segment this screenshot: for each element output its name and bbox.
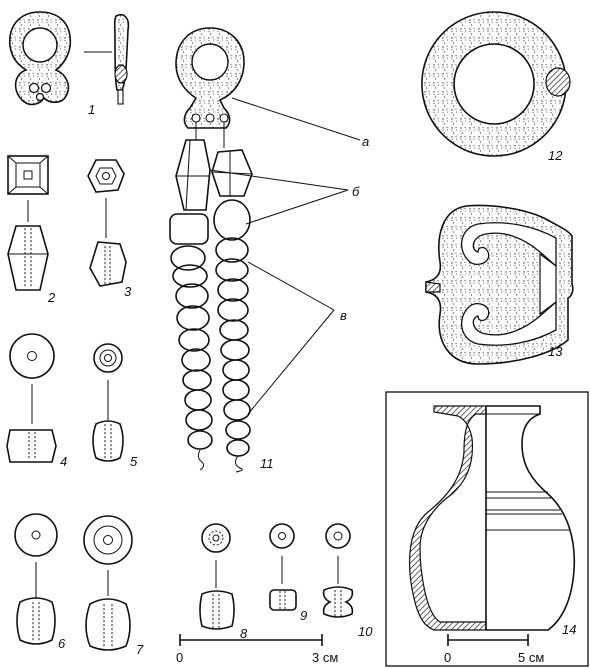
scale-5cm-zero: 0 [444,650,451,665]
necklace-right-strand [215,237,251,473]
item-1-number: 1 [88,102,95,117]
item-8-number: 8 [240,626,248,641]
item-5-bead: 5 [92,343,138,469]
item-4-disc-bead: 4 [6,333,67,469]
scale-3cm-zero: 0 [176,650,183,665]
item-8-bead: 8 [199,523,248,641]
scale-bar-5cm: 0 5 см [444,634,544,665]
item-10-number: 10 [358,624,373,639]
item-4-number: 4 [60,454,67,469]
label-a: а [362,134,369,149]
label-b: б [352,184,360,199]
scale-bar-3cm: 0 3 см [176,634,338,665]
callout-line-a [231,97,361,141]
item-14-ceramic-jug: 14 [385,391,589,667]
item-11-number: 11 [260,456,274,471]
item-7-number: 7 [136,642,144,657]
item-14-number: 14 [562,622,576,637]
callout-line-v2 [247,309,335,415]
scale-5cm-max: 5 см [518,650,544,665]
item-9-number: 9 [300,608,307,623]
item-7-bead: 7 [83,515,144,657]
item-5-number: 5 [130,454,138,469]
item-12-bronze-ring: 12 [421,11,571,163]
item-3-number: 3 [124,284,132,299]
item-6-number: 6 [58,636,66,651]
item-13-number: 13 [548,344,563,359]
item-2-number: 2 [47,290,56,305]
item-1-ring-pendant: 1 [9,11,130,117]
callout-line-b1 [209,169,349,191]
item-6-bead: 6 [14,513,66,651]
item-2-faceted-bead: 2 [7,155,56,305]
item-3-faceted-bead: 3 [87,159,132,299]
item-13-buckle: 13 [425,204,574,365]
item-11-bead-necklace: а б в 11 [169,27,369,473]
scale-3cm-max: 3 см [312,650,338,665]
callout-line-v1 [247,261,335,311]
item-12-number: 12 [548,148,563,163]
item-10-bead: 10 [322,523,373,639]
callout-line-b2 [245,189,349,225]
item-9-bead: 9 [269,523,307,623]
label-v: в [340,308,347,323]
necklace-left-strand [170,245,213,471]
item-14-frame [385,391,589,667]
